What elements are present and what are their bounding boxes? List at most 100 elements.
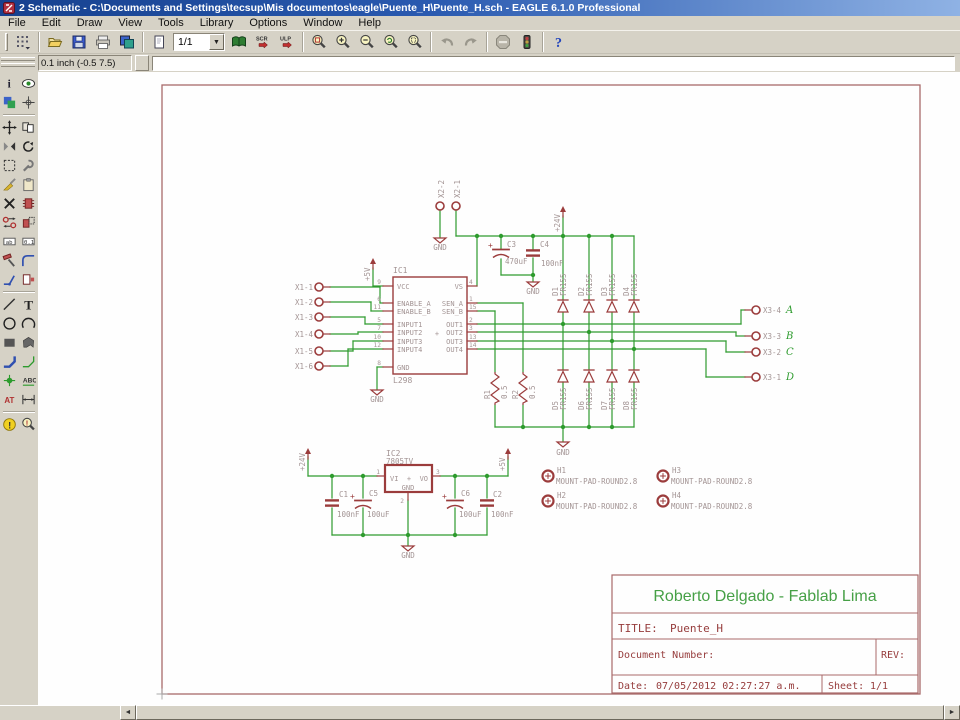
zoom-redraw-button[interactable] (379, 31, 403, 53)
tool-junction[interactable] (0, 371, 19, 390)
connector-pad (435, 201, 445, 211)
tool-miter[interactable] (19, 251, 38, 270)
mirror-icon (2, 139, 17, 154)
board-button[interactable] (115, 31, 139, 53)
tool-rect[interactable] (0, 333, 19, 352)
dimension-icon (21, 392, 36, 407)
toolbar-handle[interactable] (5, 33, 8, 51)
label-nm: X3-4 (763, 306, 782, 315)
menu-draw[interactable]: Draw (76, 17, 103, 29)
tool-info[interactable]: i (0, 74, 19, 93)
tool-paste[interactable] (19, 175, 38, 194)
tool-wire[interactable] (0, 295, 19, 314)
menu-file[interactable]: File (8, 17, 26, 29)
invoke-icon (21, 272, 36, 287)
zoom-fit-button[interactable] (307, 31, 331, 53)
scroll-left-button[interactable]: ◄ (120, 705, 136, 720)
scroll-right-button[interactable]: ► (944, 705, 960, 720)
tool-smash[interactable] (0, 251, 19, 270)
tool-errors[interactable]: ! (19, 415, 38, 434)
titlebar[interactable]: 2 Schematic - C:\Documents and Settings\… (0, 0, 960, 16)
open-button[interactable] (43, 31, 67, 53)
stop-button[interactable] (491, 31, 515, 53)
tool-value[interactable]: 0.1 (19, 232, 38, 251)
sheet-page-button[interactable] (147, 31, 171, 53)
undo-icon (439, 34, 455, 50)
svg-text:0.1: 0.1 (24, 240, 34, 246)
connector-pad (314, 361, 324, 371)
junction-dot (360, 532, 366, 538)
resistor (490, 372, 501, 405)
sheet-selector[interactable]: 1/1▼ (173, 33, 225, 51)
menu-tools[interactable]: Tools (158, 17, 184, 29)
tool-replace[interactable] (19, 213, 38, 232)
tool-erc[interactable]: ! (0, 415, 19, 434)
tool-group[interactable] (0, 156, 19, 175)
supply-arrow (305, 448, 311, 454)
label-net: A (785, 305, 793, 316)
tool-label[interactable]: ABC (19, 371, 38, 390)
command-line-input[interactable] (152, 55, 955, 71)
tool-display[interactable] (0, 93, 19, 112)
tool-pinswap[interactable] (0, 213, 19, 232)
tool-circle[interactable] (0, 314, 19, 333)
menu-view[interactable]: View (118, 17, 143, 29)
zoom-in-button[interactable] (331, 31, 355, 53)
tool-move[interactable] (0, 118, 19, 137)
stop-icon (495, 34, 511, 50)
menu-library[interactable]: Library (199, 17, 234, 29)
tool-change[interactable] (19, 156, 38, 175)
capacitor (480, 499, 494, 502)
run-script-button[interactable]: SCR (251, 31, 275, 53)
tool-mirror[interactable] (0, 137, 19, 156)
label-pn: 3 (469, 325, 473, 332)
run-ulp-button[interactable]: ULP (275, 31, 299, 53)
zoom-select-button[interactable] (403, 31, 427, 53)
horizontal-scrollbar[interactable]: ◄ ► (0, 705, 960, 720)
tool-polygon[interactable] (19, 333, 38, 352)
zoom-out-button[interactable] (355, 31, 379, 53)
save-button[interactable] (67, 31, 91, 53)
print-button[interactable] (91, 31, 115, 53)
tool-cut[interactable] (0, 175, 19, 194)
tool-bus[interactable] (0, 352, 19, 371)
use-button[interactable] (227, 31, 251, 53)
sheet-frame (161, 84, 921, 695)
tool-rotate[interactable] (19, 137, 38, 156)
help-button[interactable]: ? (547, 31, 571, 53)
tool-mark[interactable] (19, 93, 38, 112)
scrollbar-thumb[interactable] (136, 705, 944, 720)
name-icon: ab (2, 234, 17, 249)
traffic-button[interactable] (515, 31, 539, 53)
schematic-drawing[interactable]: +++IC1L298VCCENABLE_AENABLE_BINPUT1INPUT… (38, 72, 960, 705)
chevron-down-icon[interactable]: ▼ (209, 34, 224, 50)
undo-button[interactable] (435, 31, 459, 53)
label-pin: INPUT1 (397, 321, 422, 329)
tool-name[interactable]: ab (0, 232, 19, 251)
tool-attribute[interactable]: AT (0, 390, 19, 409)
tool-arc[interactable] (19, 314, 38, 333)
grid-button[interactable] (11, 31, 35, 53)
tool-add[interactable] (19, 194, 38, 213)
redo-button[interactable] (459, 31, 483, 53)
tool-show[interactable] (19, 74, 38, 93)
open-icon (47, 34, 63, 50)
tool-invoke[interactable] (19, 270, 38, 289)
palette-grip[interactable] (1, 57, 35, 69)
svg-text:ULP: ULP (280, 37, 291, 43)
tool-net[interactable] (19, 352, 38, 371)
menu-window[interactable]: Window (303, 17, 343, 29)
tool-copy[interactable] (19, 118, 38, 137)
menu-options[interactable]: Options (249, 17, 288, 29)
tool-delete[interactable] (0, 194, 19, 213)
menu-edit[interactable]: Edit (41, 17, 61, 29)
coordinate-mode-button[interactable] (135, 55, 149, 71)
capacitor (325, 504, 339, 507)
tool-text[interactable]: T (19, 295, 38, 314)
label-nm: FR155 (608, 273, 617, 296)
tool-split[interactable] (0, 270, 19, 289)
menu-help[interactable]: Help (358, 17, 382, 29)
tool-dimension[interactable] (19, 390, 38, 409)
